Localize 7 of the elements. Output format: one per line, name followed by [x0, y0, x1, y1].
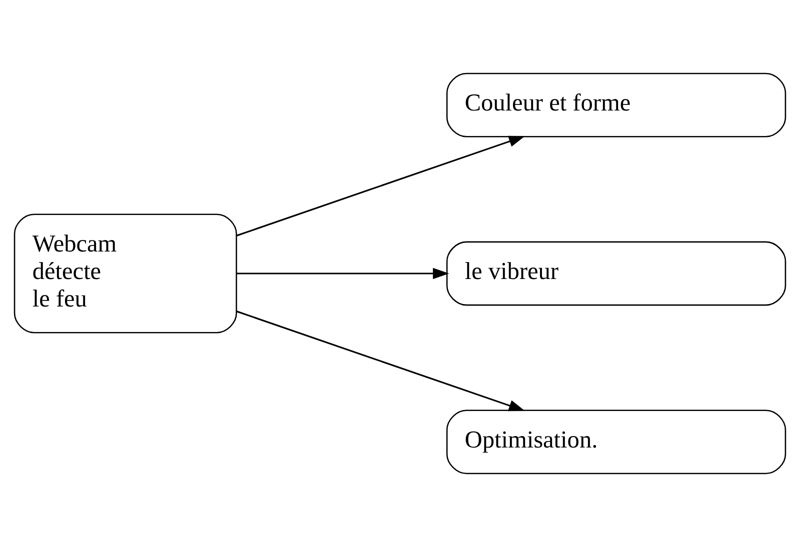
arrow [236, 310, 526, 412]
arrow [236, 136, 526, 236]
node-box: Couleur et forme [446, 72, 786, 138]
node-box: Optimisation. [446, 410, 786, 474]
node-box: le vibreur [446, 241, 786, 306]
arrow [236, 268, 450, 280]
node-box: Webcam détecte le feu [14, 214, 238, 334]
